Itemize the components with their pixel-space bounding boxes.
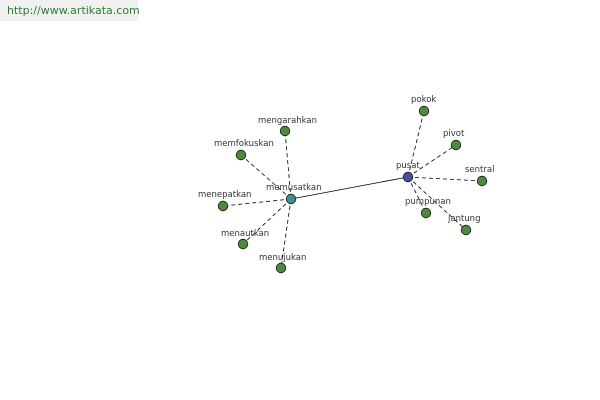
node-label-pokok: pokok bbox=[411, 95, 436, 105]
node-memfokuskan[interactable]: memfokuskan bbox=[214, 139, 274, 161]
nodes-layer: mengarahkan memfokuskan menepatkan menautka… bbox=[198, 95, 494, 274]
node-pumpunan[interactable]: pumpunan bbox=[405, 197, 451, 219]
node-circle-menepatkan[interactable] bbox=[217, 200, 229, 212]
node-menautkan[interactable]: menautkan bbox=[221, 229, 269, 250]
node-circle-menautkan[interactable] bbox=[237, 238, 249, 250]
node-circle-mengarahkan[interactable] bbox=[279, 125, 291, 137]
node-menujukan[interactable]: menujukan bbox=[259, 253, 306, 274]
node-mengarahkan[interactable]: mengarahkan bbox=[258, 116, 317, 137]
edge-pusat-pivot bbox=[407, 144, 457, 178]
node-pusat[interactable]: pusat bbox=[396, 161, 420, 183]
edge-pusat-pokok bbox=[407, 110, 425, 178]
node-label-sentral: sentral bbox=[465, 165, 494, 175]
node-circle-sentral[interactable] bbox=[476, 175, 488, 187]
node-pivot[interactable]: pivot bbox=[443, 129, 465, 151]
node-circle-memfokuskan[interactable] bbox=[235, 149, 247, 161]
site-link-bar: http://www.artikata.com bbox=[0, 0, 140, 21]
node-label-pumpunan: pumpunan bbox=[405, 197, 451, 207]
node-circle-pivot[interactable] bbox=[450, 139, 462, 151]
node-label-mengarahkan: mengarahkan bbox=[258, 116, 317, 126]
node-circle-memusatkan[interactable] bbox=[285, 193, 297, 205]
node-circle-pumpunan[interactable] bbox=[420, 207, 432, 219]
site-url-link[interactable]: http://www.artikata.com bbox=[7, 4, 140, 17]
node-circle-jantung[interactable] bbox=[460, 224, 472, 236]
edge-pusat-jantung bbox=[407, 176, 467, 231]
node-circle-pokok[interactable] bbox=[418, 105, 430, 117]
node-sentral[interactable]: sentral bbox=[465, 165, 494, 187]
node-circle-menujukan[interactable] bbox=[275, 262, 287, 274]
edge-pusat-pumpunan bbox=[407, 176, 427, 214]
node-label-menautkan: menautkan bbox=[221, 229, 269, 239]
node-label-memusatkan: memusatkan bbox=[266, 183, 322, 193]
node-menepatkan[interactable]: menepatkan bbox=[198, 190, 251, 212]
edge-memusatkan-menujukan bbox=[280, 198, 292, 269]
edge-memusatkan-menautkan bbox=[242, 198, 292, 245]
node-label-pusat: pusat bbox=[396, 161, 420, 171]
node-label-menepatkan: menepatkan bbox=[198, 190, 251, 200]
node-label-jantung: jantung bbox=[447, 214, 480, 224]
edge-memusatkan-menepatkan bbox=[222, 198, 292, 207]
node-circle-pusat[interactable] bbox=[402, 171, 414, 183]
node-label-pivot: pivot bbox=[443, 129, 465, 139]
node-pokok[interactable]: pokok bbox=[411, 95, 436, 117]
edges-layer bbox=[222, 110, 483, 269]
edge-memusatkan-mengarahkan bbox=[284, 130, 292, 200]
edge-memusatkan-pusat bbox=[290, 176, 409, 200]
node-memusatkan[interactable]: memusatkan bbox=[266, 183, 322, 205]
node-jantung[interactable]: jantung bbox=[447, 214, 480, 236]
node-label-memfokuskan: memfokuskan bbox=[214, 139, 274, 149]
node-label-menujukan: menujukan bbox=[259, 253, 306, 263]
edge-pusat-sentral bbox=[407, 176, 483, 182]
